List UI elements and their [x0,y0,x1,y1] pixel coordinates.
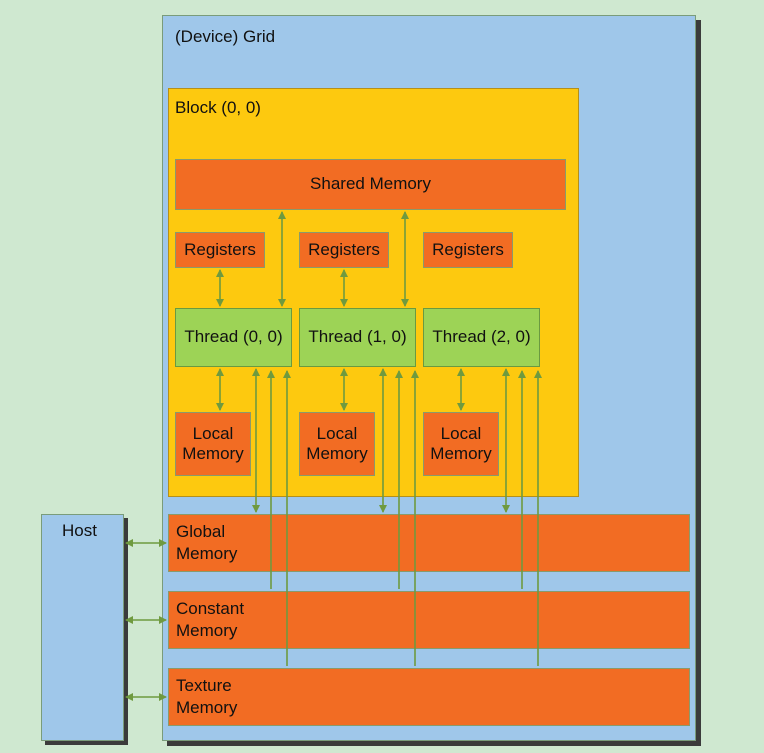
thread-1-0: Thread (1, 0) [299,308,416,367]
local-memory-1: Local Memory [299,412,375,476]
texture-memory: Texture Memory [168,668,690,726]
shared-memory: Shared Memory [175,159,566,210]
local-memory-2: Local Memory [423,412,499,476]
global-memory: Global Memory [168,514,690,572]
host-label: Host [62,521,97,540]
thread-0-0: Thread (0, 0) [175,308,292,367]
thread-2-0: Thread (2, 0) [423,308,540,367]
local-memory-0: Local Memory [175,412,251,476]
block-title: Block (0, 0) [175,98,261,117]
registers-2: Registers [423,232,513,268]
registers-0: Registers [175,232,265,268]
grid-title: (Device) Grid [175,27,276,46]
registers-1: Registers [299,232,389,268]
host-box [41,514,124,741]
constant-memory: Constant Memory [168,591,690,649]
